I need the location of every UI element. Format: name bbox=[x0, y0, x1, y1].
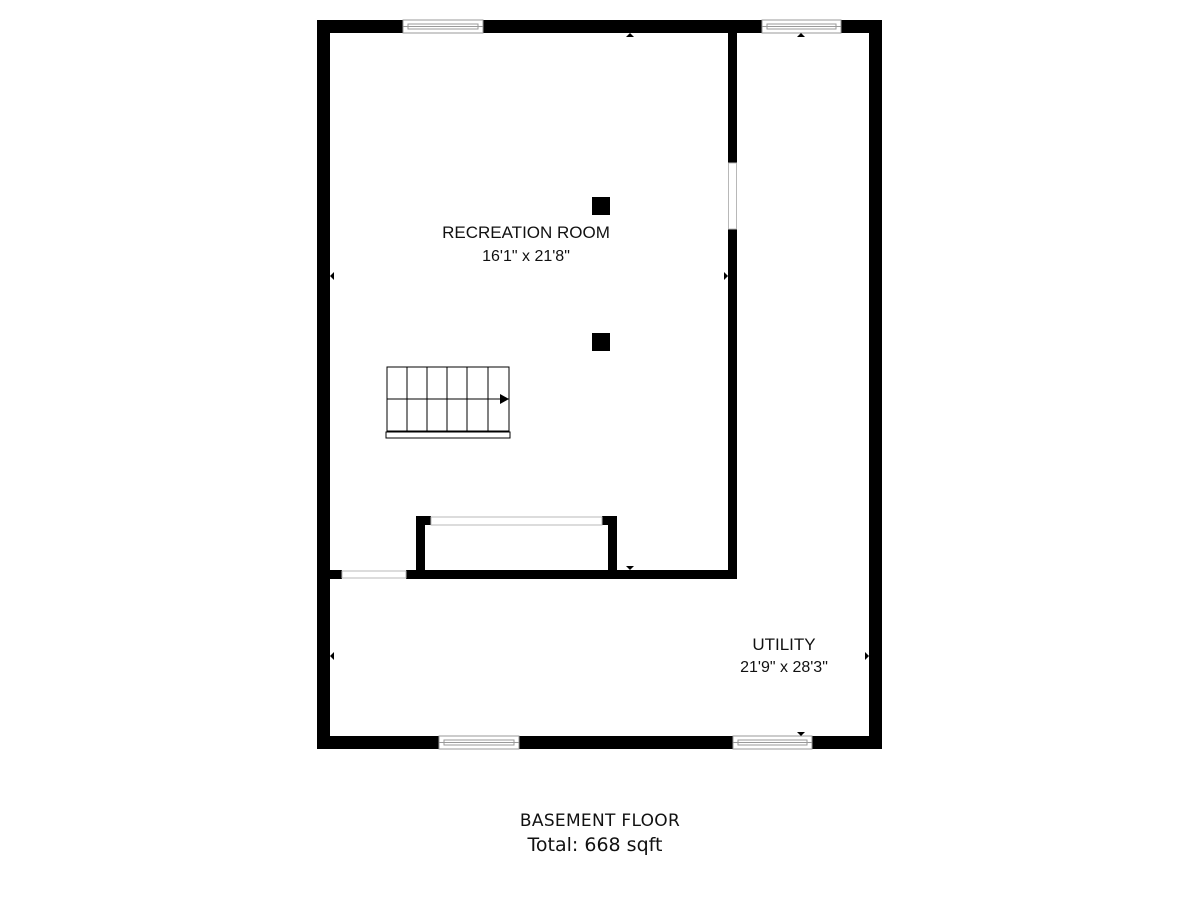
openings bbox=[341, 162, 737, 579]
floor-total-area: Total: 668 sqft bbox=[527, 834, 663, 856]
marker-recreation-right-icon bbox=[724, 272, 728, 280]
window-bottom-right bbox=[732, 735, 813, 750]
wall-stub-left bbox=[330, 570, 342, 579]
wall-recreation-right-lower bbox=[728, 229, 737, 579]
marker-top-right-icon bbox=[797, 33, 805, 37]
marker-left-upper-icon bbox=[330, 272, 334, 280]
stair-landing bbox=[385, 431, 511, 439]
room-dims-recreation: 16'1" x 21'8" bbox=[482, 248, 570, 265]
marker-top-left-icon bbox=[626, 33, 634, 37]
marker-recreation-bottom-icon bbox=[626, 566, 634, 570]
room-dims-utility: 21'9" x 28'3" bbox=[740, 659, 828, 676]
staircase bbox=[385, 366, 511, 439]
window-top-right bbox=[761, 19, 842, 34]
room-label-recreation: RECREATION ROOM bbox=[442, 223, 610, 242]
room-label-utility: UTILITY bbox=[752, 635, 815, 654]
marker-bottom-icon bbox=[797, 732, 805, 736]
marker-left-lower-icon bbox=[330, 652, 334, 660]
floor-name: BASEMENT FLOOR bbox=[519, 811, 681, 831]
window-bottom-left bbox=[438, 735, 520, 750]
windows bbox=[402, 19, 842, 750]
opening-closet-top bbox=[430, 516, 603, 526]
marker-utility-right-icon bbox=[865, 652, 869, 660]
closet-wall-right bbox=[608, 516, 617, 576]
closet-cap-right bbox=[602, 516, 617, 525]
closet-wall-left bbox=[416, 516, 425, 576]
wall-recreation-bottom bbox=[406, 570, 737, 579]
opening-recreation-bottom-left bbox=[341, 570, 407, 579]
wall-right bbox=[869, 20, 882, 749]
wall-markers bbox=[330, 33, 869, 736]
interior-walls bbox=[330, 33, 737, 579]
column-upper bbox=[592, 197, 610, 215]
wall-recreation-right-upper bbox=[728, 33, 737, 163]
column-lower bbox=[592, 333, 610, 351]
stair-direction-arrow-icon bbox=[500, 394, 509, 404]
wall-left bbox=[317, 20, 330, 749]
window-top-left bbox=[402, 19, 484, 34]
closet-cap-left bbox=[416, 516, 431, 525]
opening-recreation-right bbox=[728, 162, 737, 230]
columns bbox=[592, 197, 610, 351]
